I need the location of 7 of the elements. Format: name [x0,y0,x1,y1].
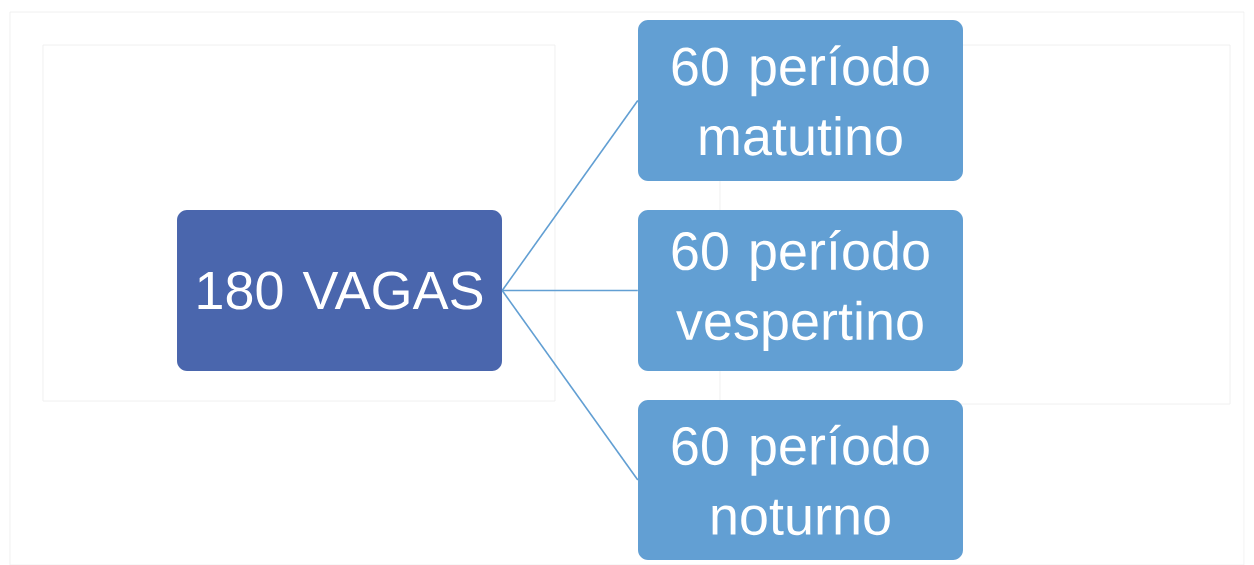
connector-line [501,289,639,292]
text-box: 60 período vespertino [638,210,963,371]
connector-line [501,289,639,481]
text-box: 60 período matutino [638,20,963,181]
text-box: 60 período noturno [638,400,963,560]
text-box: 180 VAGAS [177,210,502,371]
connector-line [501,99,639,292]
